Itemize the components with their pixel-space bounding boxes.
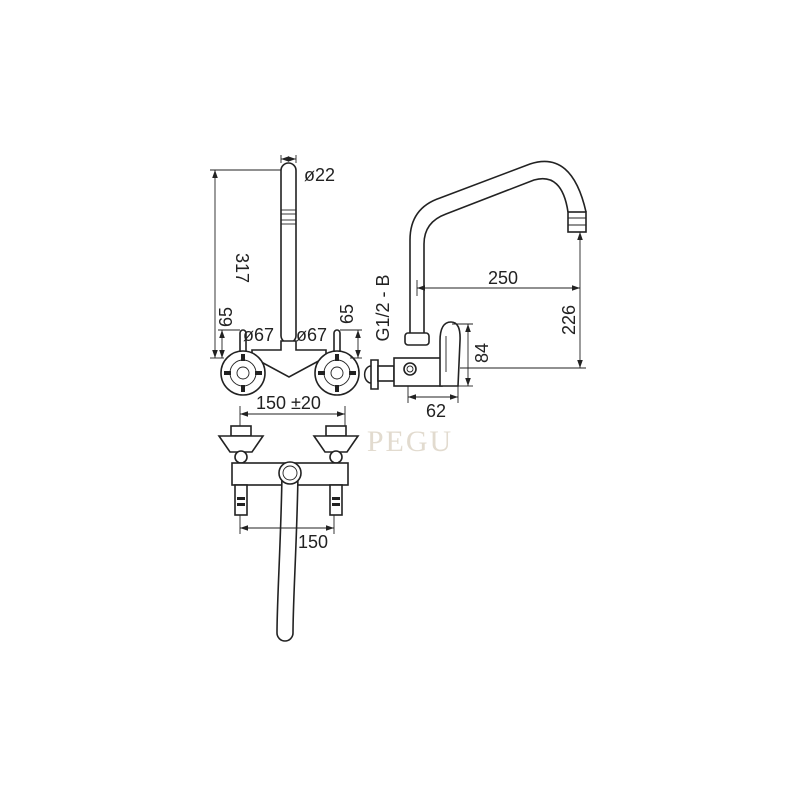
dim-ø22-label: ø22	[304, 165, 335, 185]
front-view: 317 ø22 65 ø67 65 ø67	[210, 155, 362, 396]
front-right-handle-rose	[314, 350, 360, 396]
plan-right-handle-rose	[312, 435, 360, 453]
side-mixer-body	[393, 357, 443, 387]
front-left-handle-spoke	[224, 371, 231, 375]
plan-spout-hub-inner	[282, 465, 298, 481]
watermark-logo-text: PEGU	[367, 425, 453, 458]
front-left-handle-core	[236, 366, 250, 380]
dim-65-right-label: 65	[337, 304, 357, 324]
front-right-handle-spoke	[335, 385, 339, 392]
front-right-handle-core	[330, 366, 344, 380]
dim-thread-label: G1/2 - B	[373, 274, 393, 341]
front-left-handle-spoke	[241, 385, 245, 392]
plan-spout-tube	[276, 473, 299, 642]
plan-view: 150 ±20 150	[217, 393, 360, 642]
side-wall-flange-bump	[363, 365, 372, 384]
dim-62-label: 62	[426, 401, 446, 421]
plan-left-handle-cap	[230, 425, 252, 437]
dim-84-label: 84	[472, 343, 492, 363]
front-right-handle-spoke	[335, 354, 339, 361]
plan-left-handle-rose	[217, 435, 265, 453]
plan-left-connector-nut	[237, 503, 245, 506]
side-valve-seat	[403, 362, 417, 376]
front-left-handle-rose	[220, 350, 266, 396]
side-connector	[377, 365, 395, 382]
plan-left-handle-knob	[234, 450, 248, 464]
side-spout-inner	[423, 177, 569, 334]
dim-150-label: 150	[298, 532, 328, 552]
front-left-handle-spoke	[255, 371, 262, 375]
dim-ø67-left-label: ø67	[243, 325, 274, 345]
dim-317-label: 317	[232, 253, 252, 283]
side-handle-lever	[439, 321, 461, 387]
plan-right-handle-cap	[325, 425, 347, 437]
dim-ø67-right-label: ø67	[296, 325, 327, 345]
plan-right-handle-knob	[329, 450, 343, 464]
front-left-handle-spoke	[241, 354, 245, 361]
plan-right-connector-nut	[332, 497, 340, 500]
side-spout-nozzle	[567, 211, 587, 233]
dim-250-label: 250	[488, 268, 518, 288]
dim-150-tol-label: 150 ±20	[256, 393, 321, 413]
side-wall-flange	[370, 359, 379, 390]
front-spout-tube	[280, 162, 297, 344]
plan-left-connector-nut	[237, 497, 245, 500]
front-right-handle-spoke	[349, 371, 356, 375]
front-right-handle-spoke	[318, 371, 325, 375]
side-spout-collar	[404, 332, 430, 346]
front-mixer-body	[251, 340, 327, 378]
plan-spout-hub	[278, 461, 302, 485]
dim-65-left-label: 65	[216, 307, 236, 327]
plan-right-connector-nut	[332, 503, 340, 506]
side-valve-seat-inner	[406, 365, 414, 373]
side-view: G1/2 - B 250 226 84 62	[363, 160, 587, 421]
dim-226-label: 226	[559, 305, 579, 335]
